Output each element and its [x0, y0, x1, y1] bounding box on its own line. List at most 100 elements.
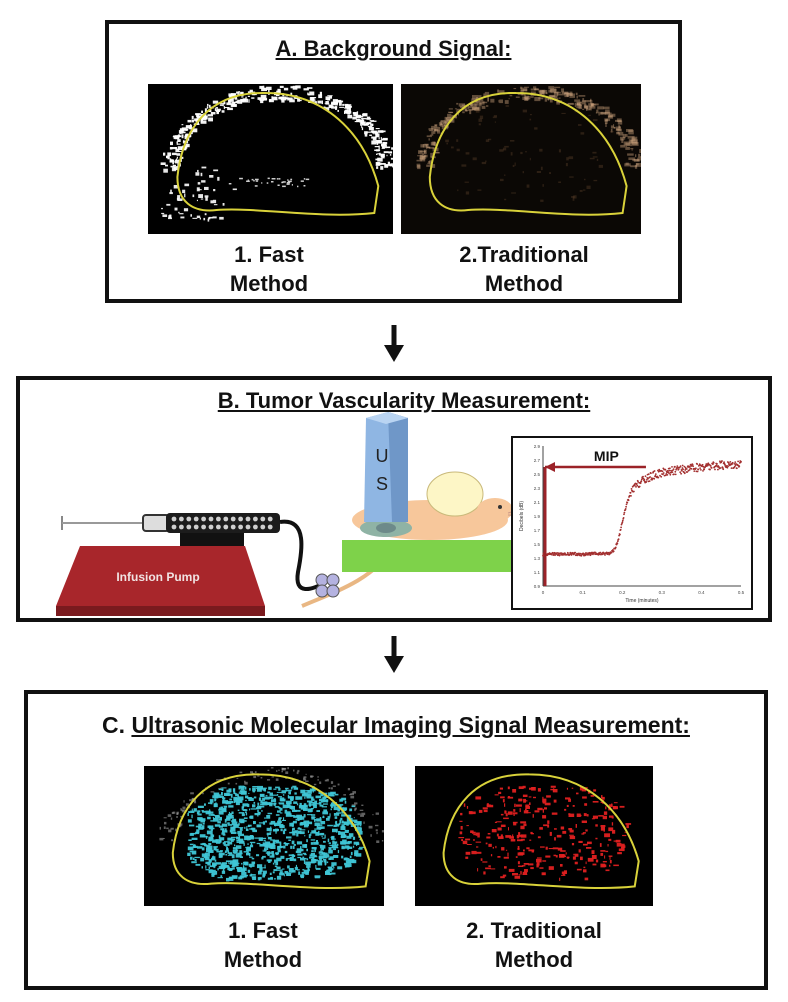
signal-speckle	[332, 99, 338, 102]
signal-speckle	[231, 875, 238, 878]
signal-speckle	[604, 111, 611, 115]
signal-speckle	[520, 86, 523, 90]
signal-speckle	[338, 823, 341, 826]
signal-speckle	[482, 861, 488, 863]
signal-speckle	[187, 812, 189, 816]
signal-speckle	[295, 864, 297, 867]
signal-speckle	[326, 801, 328, 803]
signal-speckle	[165, 164, 168, 167]
signal-speckle	[497, 827, 502, 831]
data-point	[714, 468, 716, 471]
signal-speckle	[550, 88, 557, 94]
signal-speckle	[246, 835, 253, 839]
signal-speckle	[383, 151, 389, 154]
data-point	[737, 460, 739, 463]
signal-speckle	[381, 156, 385, 159]
signal-speckle	[271, 776, 274, 778]
signal-speckle	[309, 805, 311, 807]
signal-speckle	[279, 96, 282, 99]
signal-speckle	[576, 101, 582, 106]
signal-speckle	[212, 100, 219, 104]
infusion-pump-icon: Infusion Pump	[56, 546, 265, 616]
signal-speckle	[169, 147, 173, 150]
signal-speckle	[593, 789, 597, 792]
signal-speckle	[204, 845, 209, 847]
syringe-dot	[186, 516, 192, 522]
data-point	[666, 474, 669, 476]
signal-speckle	[389, 151, 392, 153]
signal-speckle	[519, 808, 521, 812]
signal-speckle	[314, 800, 318, 804]
signal-speckle	[235, 793, 239, 797]
signal-speckle	[353, 113, 357, 117]
signal-speckle	[361, 812, 366, 816]
signal-speckle	[341, 814, 346, 817]
signal-speckle	[258, 797, 262, 801]
signal-speckle	[632, 159, 639, 162]
signal-speckle	[249, 788, 251, 791]
data-point	[670, 469, 672, 472]
signal-speckle	[180, 131, 182, 135]
data-point	[638, 485, 641, 488]
signal-speckle	[236, 862, 239, 867]
panel-c-title: C. Ultrasonic Molecular Imaging Signal M…	[28, 712, 764, 739]
signal-speckle	[600, 825, 606, 827]
signal-speckle	[288, 868, 294, 872]
signal-speckle	[328, 847, 334, 849]
signal-speckle	[213, 803, 217, 808]
signal-speckle	[296, 832, 302, 834]
data-point	[630, 488, 633, 490]
signal-speckle	[241, 871, 247, 876]
signal-speckle	[557, 91, 559, 96]
signal-speckle	[184, 143, 190, 148]
signal-speckle	[176, 816, 178, 818]
signal-speckle	[485, 160, 487, 163]
data-point	[627, 499, 630, 502]
signal-speckle	[221, 807, 226, 812]
signal-speckle	[282, 181, 286, 183]
signal-speckle	[595, 824, 598, 827]
signal-speckle	[637, 157, 640, 162]
signal-speckle	[352, 791, 356, 794]
signal-speckle	[324, 779, 327, 782]
signal-speckle	[247, 837, 250, 841]
signal-speckle	[584, 178, 586, 181]
signal-speckle	[292, 809, 297, 812]
signal-speckle	[274, 798, 276, 800]
signal-speckle	[253, 796, 257, 799]
signal-speckle	[337, 843, 339, 846]
signal-speckle	[619, 805, 625, 808]
signal-speckle	[168, 215, 172, 218]
data-point	[675, 468, 677, 471]
signal-speckle	[299, 829, 306, 831]
signal-speckle	[167, 814, 172, 817]
signal-speckle	[326, 861, 329, 864]
signal-speckle	[548, 866, 554, 870]
signal-speckle	[554, 86, 561, 89]
signal-speckle	[340, 826, 346, 830]
signal-speckle	[249, 841, 256, 844]
signal-speckle	[427, 162, 429, 165]
signal-speckle	[266, 827, 272, 832]
signal-speckle	[299, 816, 305, 820]
signal-speckle	[317, 776, 319, 778]
signal-speckle	[635, 139, 638, 144]
signal-speckle	[309, 91, 315, 96]
signal-speckle	[245, 848, 251, 852]
signal-speckle	[184, 193, 186, 198]
data-point	[676, 465, 679, 467]
signal-speckle	[196, 215, 201, 218]
signal-speckle	[252, 829, 257, 833]
signal-speckle	[616, 118, 622, 122]
signal-speckle	[569, 91, 573, 96]
signal-speckle	[625, 162, 629, 165]
signal-speckle	[181, 124, 184, 126]
signal-speckle	[524, 94, 526, 99]
signal-speckle	[524, 98, 531, 100]
signal-speckle	[631, 149, 633, 151]
signal-speckle	[468, 108, 476, 110]
signal-speckle	[623, 141, 630, 146]
signal-speckle	[575, 92, 578, 95]
signal-speckle	[540, 166, 543, 171]
signal-speckle	[517, 93, 524, 96]
